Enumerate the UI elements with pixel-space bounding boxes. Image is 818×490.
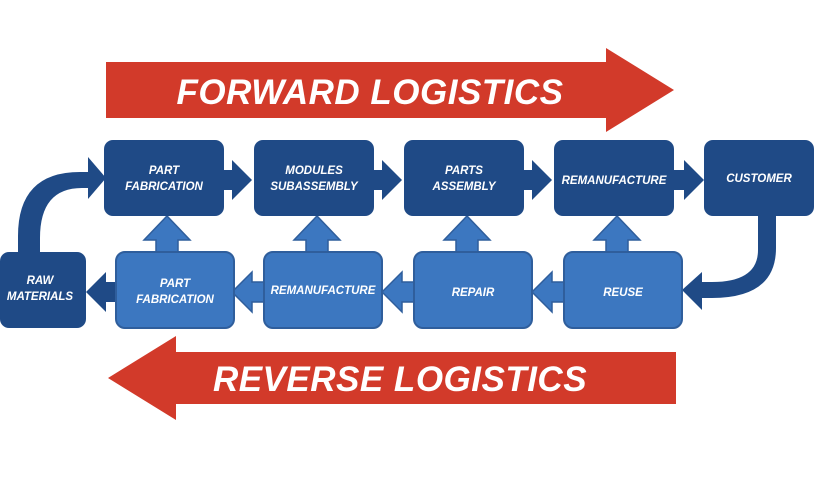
modules-subassembly-line2: SUBASSEMBLY [270,181,359,193]
forward-box-part-fabrication: PART FABRICATION [104,140,224,216]
reverse-box-raw-materials: RAW MATERIALS [0,252,86,328]
raw-to-fabrication-curve [18,157,106,258]
forward-banner-arrow-shape [106,48,674,132]
up-arrow-2 [292,214,342,253]
forward-part-fabrication-line1: PART [149,165,180,177]
reverse-arrow-3 [230,270,267,314]
repair-label: REPAIR [452,287,495,299]
forward-arrow-4 [672,160,704,200]
forward-part-fabrication-line2: FABRICATION [125,181,203,193]
customer-label: CUSTOMER [726,173,792,185]
reverse-box-part-fabrication: PART FABRICATION [115,251,235,329]
forward-arrow-1 [222,160,252,200]
modules-subassembly-line1: MODULES [285,165,343,177]
reverse-box-reuse: REUSE [563,251,683,329]
reverse-logistics-label: REVERSE LOGISTICS [213,360,587,399]
raw-materials-line1: RAW [27,275,55,287]
forward-arrow-3 [522,160,552,200]
reverse-arrow-1 [530,270,567,314]
parts-assembly-line2: ASSEMBLY [431,181,496,193]
forward-logistics-label: FORWARD LOGISTICS [176,73,563,112]
forward-remanufacture-label: REMANUFACTURE [562,175,667,187]
reverse-arrow-2 [380,270,417,314]
forward-box-remanufacture: REMANUFACTURE [554,140,674,216]
reverse-box-repair: REPAIR [413,251,533,329]
raw-materials-line2: MATERIALS [7,291,74,303]
reuse-label: REUSE [603,287,643,299]
up-arrow-1 [142,214,192,253]
forward-box-customer: CUSTOMER [704,140,814,216]
reverse-banner-arrow-shape [108,336,676,420]
reverse-logistics-banner: REVERSE LOGISTICS [108,336,676,420]
up-arrow-3 [442,214,492,253]
parts-assembly-line1: PARTS [445,165,483,177]
forward-box-parts-assembly: PARTS ASSEMBLY [404,140,524,216]
forward-box-modules-subassembly: MODULES SUBASSEMBLY [254,140,374,216]
reverse-part-fabrication-line2: FABRICATION [136,294,214,306]
reverse-arrow-4 [86,272,118,312]
reverse-part-fabrication-line1: PART [160,278,191,290]
up-arrow-4 [592,214,642,253]
reverse-remanufacture-label: REMANUFACTURE [271,285,376,297]
customer-to-reuse-curve [682,214,776,310]
forward-arrow-2 [372,160,402,200]
reverse-box-remanufacture: REMANUFACTURE [263,251,383,329]
forward-logistics-banner: FORWARD LOGISTICS [106,48,674,132]
